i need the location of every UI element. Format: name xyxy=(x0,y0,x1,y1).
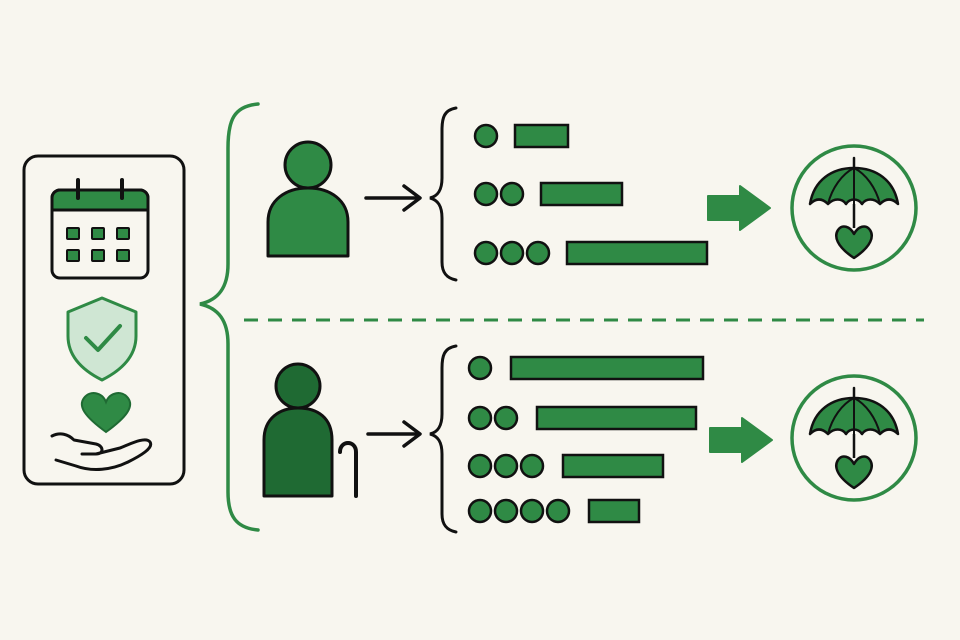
tier-row xyxy=(473,181,624,207)
tier-dot xyxy=(467,355,493,381)
coverage-bar xyxy=(539,181,624,207)
tier-dot xyxy=(467,498,493,524)
tier-row xyxy=(467,405,698,431)
coverage-bar xyxy=(535,405,698,431)
tier-row xyxy=(467,498,641,524)
arrow-icon xyxy=(366,420,422,448)
tier-dot xyxy=(493,453,519,479)
coverage-bar xyxy=(565,240,709,266)
tier-dot xyxy=(493,498,519,524)
tier-list xyxy=(473,123,709,266)
elderly-person-with-cane-icon xyxy=(262,362,358,498)
block-arrow-icon xyxy=(707,185,771,231)
grouping-brace xyxy=(199,102,260,532)
tier-dot xyxy=(493,405,519,431)
tier-list xyxy=(467,355,705,524)
coverage-bar xyxy=(509,355,705,381)
adult-person-icon xyxy=(266,140,350,258)
coverage-bar xyxy=(561,453,665,479)
tier-row xyxy=(467,355,705,381)
tier-dot xyxy=(467,453,493,479)
tier-row xyxy=(467,453,665,479)
tier-dot xyxy=(473,181,499,207)
umbrella-heart-icon xyxy=(790,374,918,502)
tier-brace xyxy=(429,106,458,282)
tier-dot xyxy=(519,453,545,479)
tier-dot xyxy=(467,405,493,431)
tier-row xyxy=(473,240,709,266)
coverage-bar xyxy=(587,498,641,524)
tier-dot xyxy=(473,123,499,149)
tier-brace xyxy=(429,344,458,534)
tier-dot xyxy=(473,240,499,266)
tier-dot xyxy=(545,498,571,524)
calendar-icon xyxy=(50,178,150,280)
tier-dot xyxy=(525,240,551,266)
block-arrow-icon xyxy=(709,417,773,463)
tier-dot xyxy=(519,498,545,524)
sidebar-card xyxy=(22,154,186,486)
umbrella-heart-icon xyxy=(790,144,918,272)
shield-check-icon xyxy=(66,296,138,382)
tier-dot xyxy=(499,240,525,266)
tier-dot xyxy=(499,181,525,207)
coverage-bar xyxy=(513,123,570,149)
tier-row xyxy=(473,123,570,149)
arrow-icon xyxy=(364,184,422,212)
heart-in-hand-icon xyxy=(50,392,153,471)
